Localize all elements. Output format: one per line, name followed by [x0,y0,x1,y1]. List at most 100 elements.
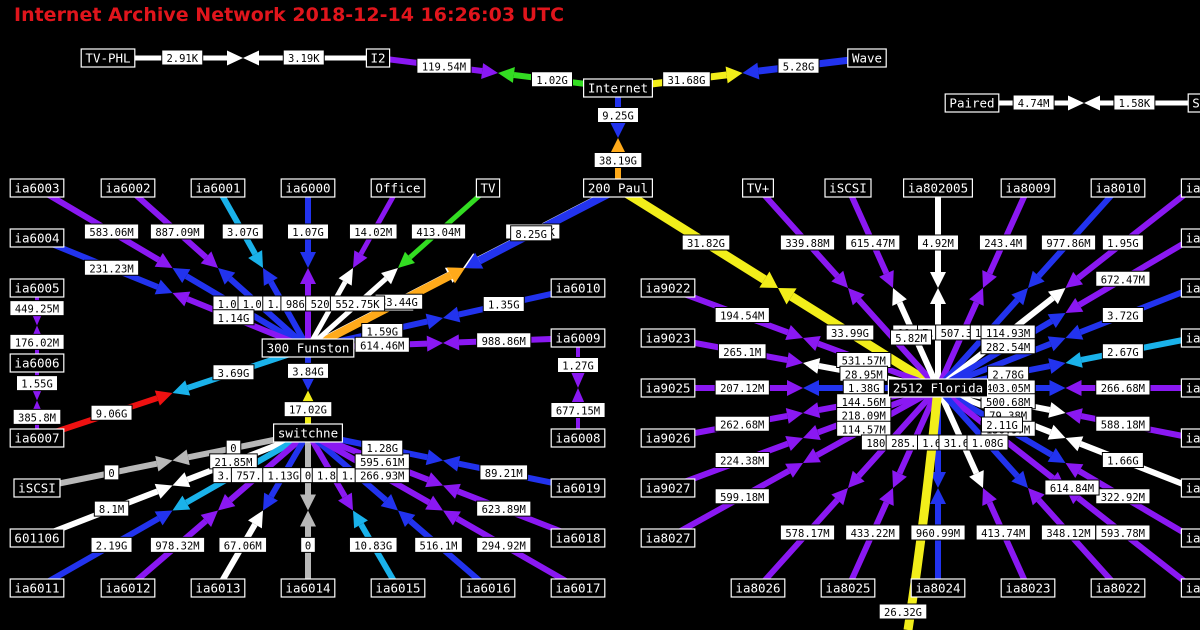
node-tv[interactable]: TV [480,181,496,196]
node-ia_edge6[interactable]: ia [1185,431,1200,446]
node-ia6013[interactable]: ia6013 [195,581,240,596]
tv-ba-line [306,276,388,350]
node-ia802005[interactable]: ia802005 [908,181,968,196]
node-ia6018[interactable]: ia6018 [555,531,600,546]
edge2-a-label-bg [1095,270,1151,287]
node-iscsi_l[interactable]: iSCSI [18,481,56,496]
ia802005-a-label: 4.92M [922,238,954,250]
funston-switch-a-label-bg [287,362,329,379]
node-ia6011-box [9,578,65,598]
ia6002-ba-line [227,276,310,351]
node-ia6010[interactable]: ia6010 [555,281,600,296]
ia9025-ab-arrow [787,380,803,396]
node-ia8009[interactable]: ia8009 [1005,181,1050,196]
node-ia6008[interactable]: ia6008 [555,431,600,446]
node-ia9027[interactable]: ia9027 [645,481,690,496]
ia8023-ab-arrow [982,488,997,506]
node-ia6005[interactable]: ia6005 [14,281,59,296]
node-ia_edge5[interactable]: ia [1185,381,1200,396]
edge2-b-label: 282.54M [986,342,1030,354]
paired-s-ab-arrow [1068,95,1084,111]
ia8022-ab-arrow [1028,488,1045,506]
node-ia6006-box [9,353,65,373]
tvphl-i2-ab-arrow [227,50,243,66]
node-tvphl[interactable]: TV-PHL [85,51,130,66]
ia6019-ab-arrow [443,455,461,472]
node-ia6011[interactable]: ia6011 [14,581,59,596]
node-ia8026[interactable]: ia8026 [735,581,780,596]
node-ia9026[interactable]: ia9026 [645,431,690,446]
node-ia6017[interactable]: ia6017 [555,581,600,596]
node-ia_edge4-box [1180,328,1200,348]
paul-florida-a-label: 31.82G [687,238,725,250]
node-florida[interactable]: 2512 Florida [893,381,983,396]
ia6000-ba-arrow [300,268,316,284]
node-ia6009[interactable]: ia6009 [555,331,600,346]
ia6008-b-label: 677.15M [556,406,600,418]
node-office[interactable]: Office [375,181,420,196]
node-ia_edge8[interactable]: ia [1185,531,1200,546]
ia8022-a-label-bg [1040,524,1097,541]
ia8010-ab-line [1036,185,1121,279]
node-funston[interactable]: 300 Funston [267,341,350,356]
node-ia6019[interactable]: ia6019 [555,481,600,496]
node-ia8027[interactable]: ia8027 [645,531,690,546]
node-ia6003[interactable]: ia6003 [14,181,59,196]
funston-switch-b-label: 17.02G [289,405,327,417]
node-n601106[interactable]: 601106 [14,531,59,546]
node-ia9022[interactable]: ia9022 [645,281,690,296]
ia6010-a-label-bg [482,296,525,312]
node-ia6004[interactable]: ia6004 [14,231,59,246]
node-ia6015[interactable]: ia6015 [375,581,420,596]
tvplus-ab-arrow [831,270,848,288]
node-wave[interactable]: Wave [852,51,882,66]
edge9-a-label: 593.78M [1101,528,1145,540]
node-ia6006[interactable]: ia6006 [14,356,59,371]
ia6001-ba-arrow [263,268,278,286]
node-ia_edge2[interactable]: ia [1185,231,1200,246]
node-ia9023[interactable]: ia9023 [645,331,690,346]
ia9027-a-label-bg [714,452,770,468]
edge7-ba-arrow [1047,424,1066,440]
edge5-a-label: 266.68M [1101,383,1145,395]
ia6007-ba-arrow [172,380,191,396]
node-s_edge[interactable]: S [1192,96,1200,111]
node-ia8023[interactable]: ia8023 [1005,581,1050,596]
node-ia6002[interactable]: ia6002 [105,181,150,196]
node-ia_edge3[interactable]: ia [1185,281,1200,296]
iscsi-l-ab-arrow [155,455,173,472]
node-ia9025[interactable]: ia9025 [645,381,690,396]
node-ia8022-box [1090,578,1146,598]
ia9026-ab-arrow [785,408,803,424]
node-ia9023-box [640,328,696,348]
internet-paul-ab-arrow [610,122,626,138]
node-ia8025[interactable]: ia8025 [825,581,870,596]
node-ia8022[interactable]: ia8022 [1095,581,1140,596]
node-iscsi_l-box [13,478,61,498]
node-ia_edge9[interactable]: ia [1185,581,1200,596]
node-iscsi_r[interactable]: iSCSI [829,181,867,196]
node-switchne[interactable]: switchne [278,426,338,441]
node-paired[interactable]: Paired [949,96,994,111]
ia8024-ba-arrow [930,472,946,488]
node-ia8010[interactable]: ia8010 [1095,181,1140,196]
ia6008-ba-arrow [571,388,585,404]
node-ia_edge1[interactable]: ia [1185,181,1200,196]
edge4-b-label: 2.78G [992,369,1024,381]
node-ia_edge4[interactable]: ia [1185,331,1200,346]
node-ia6014[interactable]: ia6014 [285,581,330,596]
node-ia6007[interactable]: ia6007 [14,431,59,446]
node-ia6001-box [190,178,246,198]
node-ia8024[interactable]: ia8024 [915,581,960,596]
node-internet[interactable]: Internet [588,81,648,96]
node-ia6016[interactable]: ia6016 [465,581,510,596]
node-ia_edge7[interactable]: ia [1185,481,1200,496]
ia6018-ba-arrow [425,472,443,488]
node-i2[interactable]: I2 [370,51,385,66]
node-paul[interactable]: 200 Paul [588,181,648,196]
node-ia6012[interactable]: ia6012 [105,581,150,596]
tv-b-label-bg [329,295,386,312]
node-ia6000[interactable]: ia6000 [285,181,330,196]
node-tvplus[interactable]: TV+ [747,181,770,196]
node-ia6001[interactable]: ia6001 [195,181,240,196]
